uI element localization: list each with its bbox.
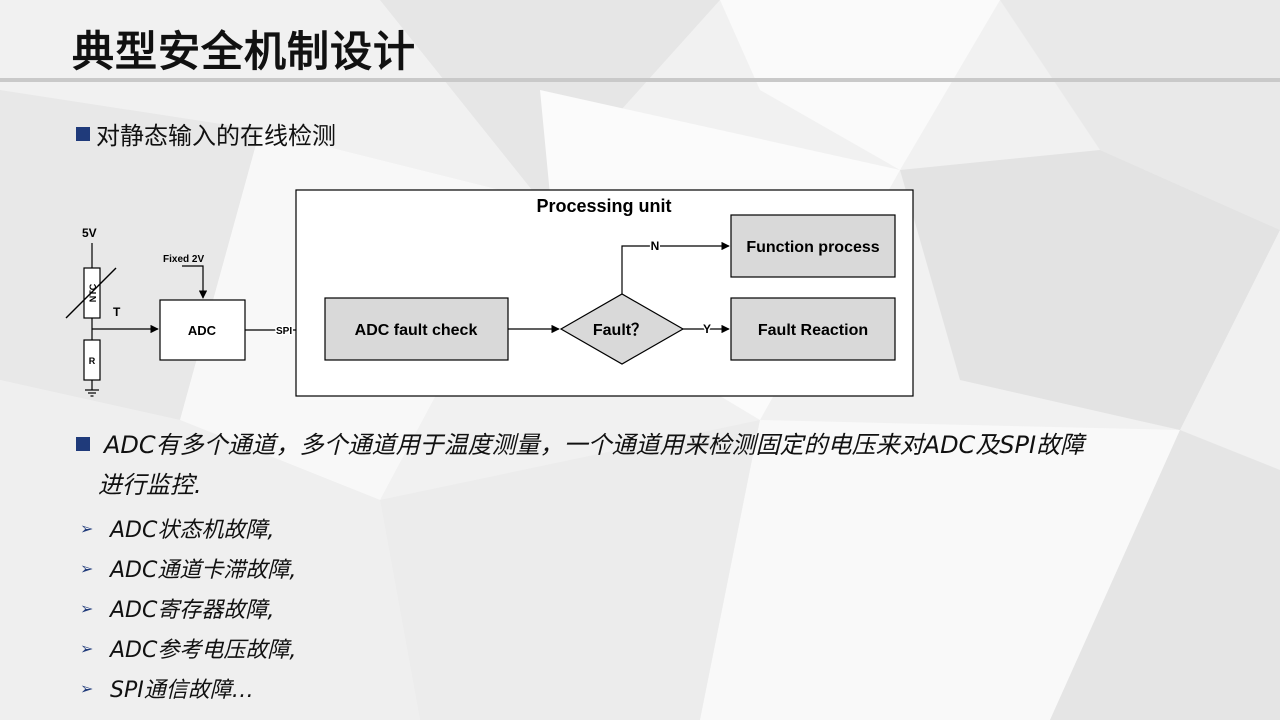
arrow-bullet-icon: ➢ [80,518,94,538]
arrow-bullet-icon: ➢ [80,638,94,658]
fixed-2v-label: Fixed 2V [163,254,204,265]
fixed-2v-arrow [182,265,208,299]
arrow-bullet-icon: ➢ [80,678,94,698]
ntc-label: NTC [88,283,98,302]
resistor-label: R [89,356,96,366]
supply-5v-label: 5V [82,226,97,240]
adc-block-label: ADC [188,323,217,338]
page-title: 典型安全机制设计 [72,27,417,76]
fault-reaction-label: Fault Reaction [758,322,868,339]
function-process-block [730,214,896,278]
no-branch-label: N [651,239,660,253]
square-bullet-icon [76,126,90,141]
list-item: ➢ ADC状态机故障, [80,508,296,548]
list-item-text: SPI通信故障… [110,678,254,703]
no-branch-arrow [621,241,730,294]
list-item-text: ADC参考电压故障, [110,638,297,663]
adc-fault-check-block [324,297,509,361]
description-line-1-text: ADC有多个通道，多个通道用于温度测量，一个通道用来检测固定的电压来对ADC及S… [104,431,1085,459]
list-item: ➢ ADC参考电压故障, [80,628,296,668]
arrow-bullet-icon: ➢ [80,558,94,578]
square-bullet-icon [76,437,90,451]
list-item-text: ADC通道卡滞故障, [110,558,297,583]
ntc-slash [65,267,117,319]
arrow-bullet-icon: ➢ [80,598,94,618]
description-paragraph: ADC有多个通道，多个通道用于温度测量，一个通道用来检测固定的电压来对ADC及S… [76,425,1226,505]
fault-decision-label: Fault？ [593,322,647,339]
fault-reaction-block [730,297,896,361]
list-item: ➢ ADC通道卡滞故障, [80,548,296,588]
adc-fault-check-label: ADC fault check [355,322,478,339]
ground-icon [85,389,99,397]
fault-list: ➢ ADC状态机故障, ➢ ADC通道卡滞故障, ➢ ADC寄存器故障, ➢ ADC参考… [80,508,296,708]
t-label: T [113,305,121,319]
spi-label: SPI [276,326,292,337]
list-item-text: ADC寄存器故障, [110,598,275,623]
section-heading: 对静态输入的在线检测 [76,116,336,151]
list-item: ➢ SPI通信故障… [80,668,296,708]
title-divider [0,78,1280,82]
list-item-text: ADC状态机故障, [110,518,275,543]
yes-branch-label: Y [703,322,711,336]
description-line-2: 进行监控. [98,471,202,499]
section-heading-text: 对静态输入的在线检测 [96,122,336,150]
processing-unit-title: Processing unit [536,196,671,216]
list-item: ➢ ADC寄存器故障, [80,588,296,628]
function-process-label: Function process [746,239,879,256]
description-line-1: ADC有多个通道，多个通道用于温度测量，一个通道用来检测固定的电压来对ADC及S… [76,425,1226,465]
